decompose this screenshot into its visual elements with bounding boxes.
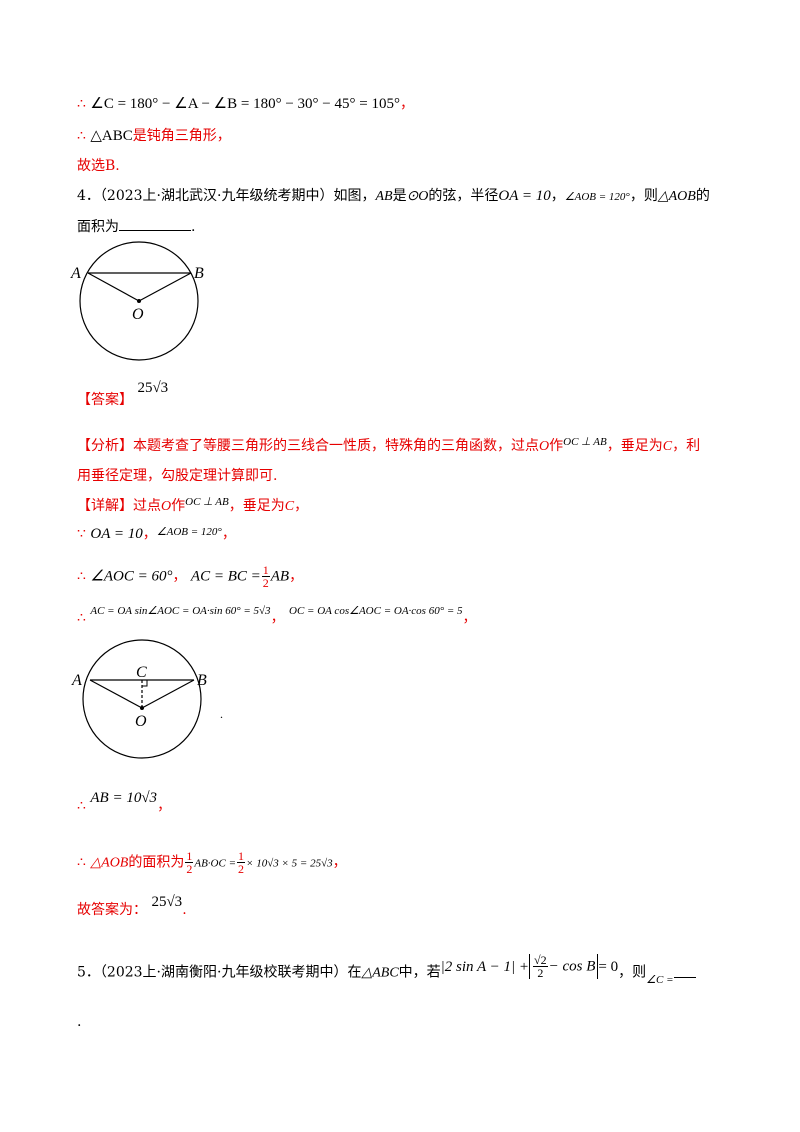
analysis-line1: 【分析】本题考查了等腰三角形的三线合一性质，特殊角的三角函数，过点O作OC ⊥ … (77, 436, 701, 454)
label-b: B (194, 265, 204, 282)
answer-blank (119, 216, 191, 231)
detail-line4: ∴ AC = OA sin∠AOC = OA·sin 60° = 5√3， OC… (77, 605, 477, 626)
radius-ob (138, 272, 192, 302)
circle-figure-2: A B C O . (71, 639, 223, 759)
final-answer-row: 故答案为： 25√3. (77, 894, 187, 918)
circle-o (79, 241, 199, 361)
question-5-line2: . (77, 1014, 82, 1030)
solution-choice: 故选B. (77, 158, 120, 174)
answer-blank-q5 (673, 967, 696, 978)
center-point (137, 299, 141, 303)
label-o: O (135, 713, 147, 730)
radius-oa (87, 272, 140, 302)
question-5-line1: 5．（2023上·湖南衡阳·九年级校联考期中）在△ABC中，若|2 sin A … (77, 954, 696, 986)
detail-line2: ∵ OA = 10，∠AOB = 120°， (77, 526, 236, 542)
answer-row: 【答案】 25√3 (77, 380, 169, 408)
label-a: A (71, 672, 82, 689)
circle-o (82, 639, 202, 759)
label-b: B (197, 672, 207, 689)
analysis-line2: 用垂径定理，勾股定理计算即可. (77, 468, 278, 484)
center-point (140, 706, 144, 710)
radius-ob (141, 679, 195, 709)
detail-line1: 【详解】过点O作OC ⊥ AB，垂足为C， (77, 496, 309, 514)
detail-line5: ∴ AB = 10√3， (77, 790, 172, 814)
radius-oa (89, 679, 143, 709)
label-c: C (136, 664, 147, 681)
right-angle-mark (142, 680, 148, 687)
solution-line-angle-c: ∴ ∠C = 180° − ∠A − ∠B = 180° − 30° − 45°… (77, 96, 414, 112)
label-a: A (70, 265, 81, 282)
solution-line-obtuse: ∴ △ABC是钝角三角形， (77, 128, 231, 144)
circle-figure-1: A B O (70, 241, 204, 361)
question-4-line1: 4．（2023上·湖北武汉·九年级统考期中）如图，AB是⊙O的弦，半径OA = … (77, 188, 710, 204)
figure-period: . (220, 707, 223, 721)
label-o: O (132, 306, 144, 323)
question-4-line2: 面积为. (77, 216, 195, 237)
